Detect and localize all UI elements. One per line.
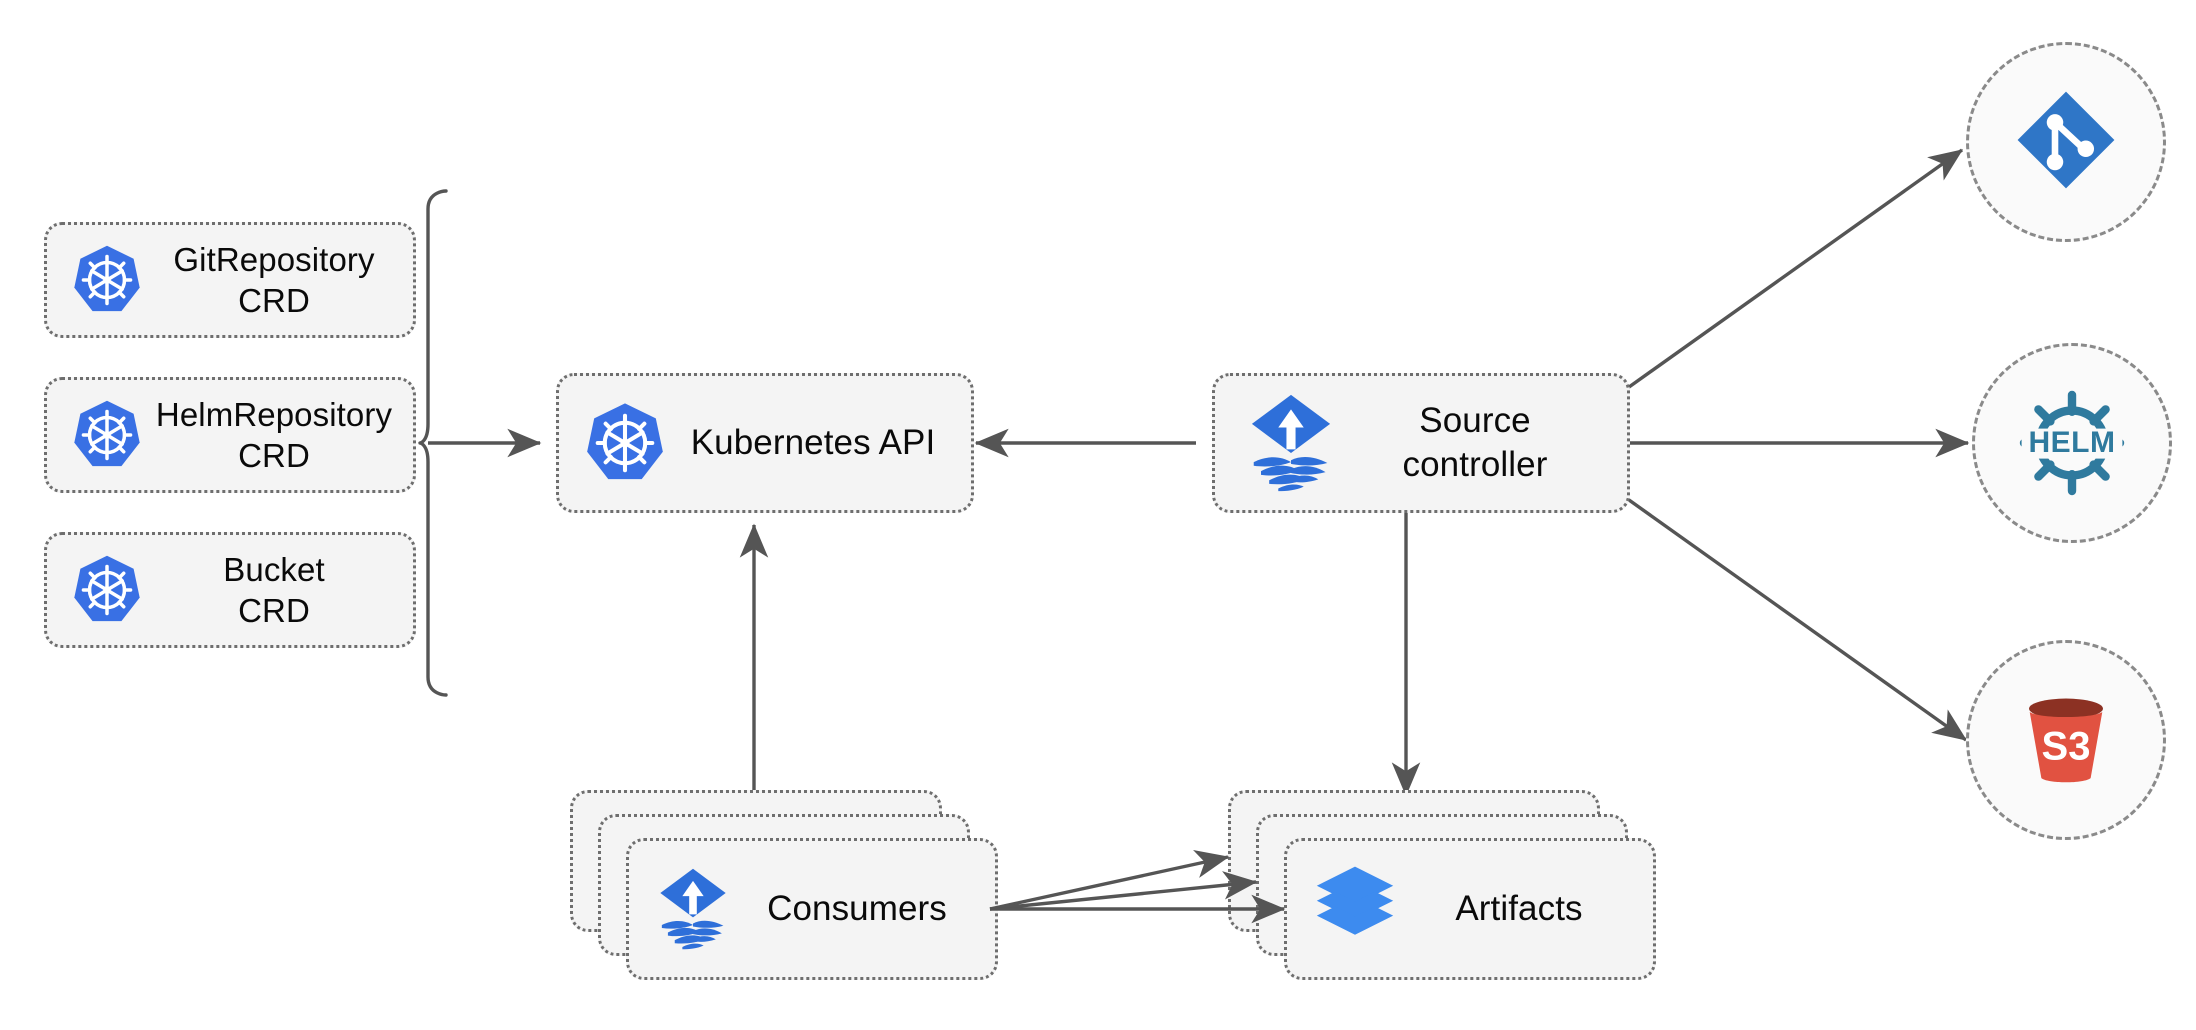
node-source-controller[interactable]: Source controller [1212,373,1630,513]
helm-icon: HELM [2012,383,2132,503]
s3-wordmark: S3 [2041,724,2091,769]
kubernetes-icon [69,242,145,318]
flux-icon [655,867,731,951]
node-artifacts-stack[interactable]: Artifacts [1228,790,1658,982]
kubernetes-icon [581,399,669,487]
endpoint-helm[interactable]: HELM [1972,343,2172,543]
crd-label: HelmRepository CRD [155,395,393,474]
crd-group-brace [418,189,448,697]
git-icon [2011,85,2121,200]
endpoint-git[interactable] [1966,42,2166,242]
crd-card-gitrepository[interactable]: GitRepository CRD [44,222,416,338]
kubernetes-icon [69,397,145,473]
endpoint-s3[interactable]: S3 [1966,640,2166,840]
node-label-consumers: Consumers [767,889,947,929]
node-label-kubernetes-api: Kubernetes API [690,423,936,463]
edge-consumers-to-artifacts-middle [989,871,1258,911]
node-label-source-controller: Source controller [1402,401,1548,484]
flux-icon [1245,393,1337,493]
consumers-stack-card-front[interactable]: Consumers [626,838,998,980]
edge-consumers-to-artifacts-back [989,850,1230,911]
crd-card-helmrepository[interactable]: HelmRepository CRD [44,377,416,493]
edge-source-controller-to-s3 [1621,493,1968,742]
kubernetes-icon [69,552,145,628]
node-label-artifacts: Artifacts [1455,889,1583,929]
helm-wordmark: HELM [2028,426,2116,459]
layers-icon [1313,865,1397,953]
crd-card-bucket[interactable]: Bucket CRD [44,532,416,648]
crd-label: GitRepository CRD [173,240,375,319]
node-kubernetes-api[interactable]: Kubernetes API [556,373,974,513]
s3-icon: S3 [2010,684,2122,796]
edge-source-controller-to-git [1621,148,1964,394]
artifacts-stack-card-front[interactable]: Artifacts [1284,838,1656,980]
node-consumers-stack[interactable]: Consumers [570,790,1000,982]
crd-label: Bucket CRD [223,550,325,629]
